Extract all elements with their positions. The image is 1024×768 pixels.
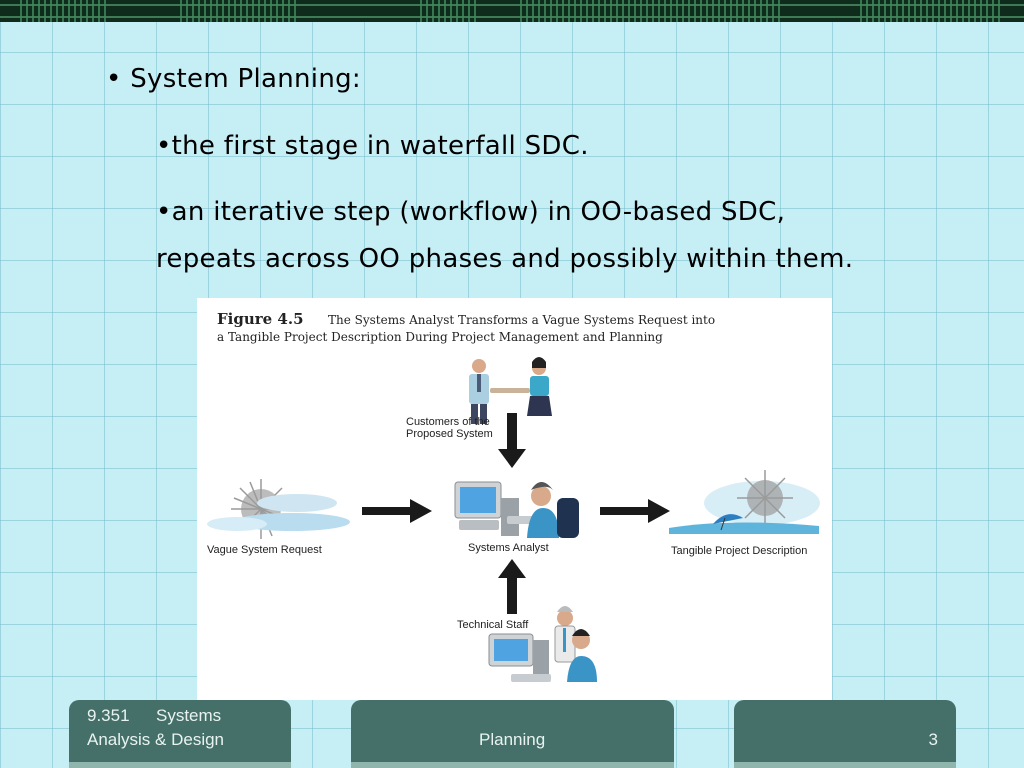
figure-caption-line2: a Tangible Project Description During Pr… [217, 330, 663, 344]
bullet-iterative-step: •an iterative step (workflow) in OO-base… [156, 197, 786, 227]
systems-analyst-illustration [454, 481, 579, 538]
course-title-line1: Systems [156, 706, 222, 725]
footer-page-box: 3 [734, 700, 956, 762]
topic-label: Planning [479, 730, 546, 749]
circuit-header-band [0, 0, 1024, 22]
bullet-iterative-step-cont: repeats across OO phases and possibly wi… [156, 244, 854, 274]
footer-right-shadow [734, 762, 956, 768]
arrow-right-icon [362, 499, 432, 523]
label-vague-system-request: Vague System Request [207, 544, 322, 556]
footer-course-box: 9.351 Systems Analysis & Design [69, 700, 291, 762]
customers-illustration [469, 357, 552, 424]
bullet-first-stage: •the first stage in waterfall SDC. [156, 131, 589, 161]
label-customers-line2: Proposed System [406, 428, 493, 440]
label-systems-analyst: Systems Analyst [468, 542, 549, 554]
technical-staff-illustration [488, 606, 597, 682]
arrow-down-icon [498, 413, 526, 468]
label-customers-line1: Customers of the [406, 416, 490, 428]
label-tangible-project-description: Tangible Project Description [671, 545, 807, 557]
footer-center-shadow [351, 762, 674, 768]
footer-topic-box: Planning [351, 700, 674, 762]
vague-request-illustration [207, 479, 350, 539]
page-number: 3 [928, 730, 938, 749]
figure-caption-line1: The Systems Analyst Transforms a Vague S… [328, 313, 715, 327]
footer-left-shadow [69, 762, 291, 768]
bullet-system-planning: • System Planning: [106, 64, 361, 94]
arrow-up-icon [498, 559, 526, 614]
label-technical-staff: Technical Staff [457, 619, 529, 631]
figure-diagram: Figure 4.5 The Systems Analyst Transform… [207, 310, 820, 682]
arrow-right-icon [600, 499, 670, 523]
course-number: 9.351 [87, 706, 130, 725]
course-title-line2: Analysis & Design [87, 730, 225, 749]
figure-number: Figure 4.5 [217, 310, 304, 328]
tangible-project-illustration [669, 470, 820, 534]
figure-4-5: Figure 4.5 The Systems Analyst Transform… [197, 298, 832, 700]
